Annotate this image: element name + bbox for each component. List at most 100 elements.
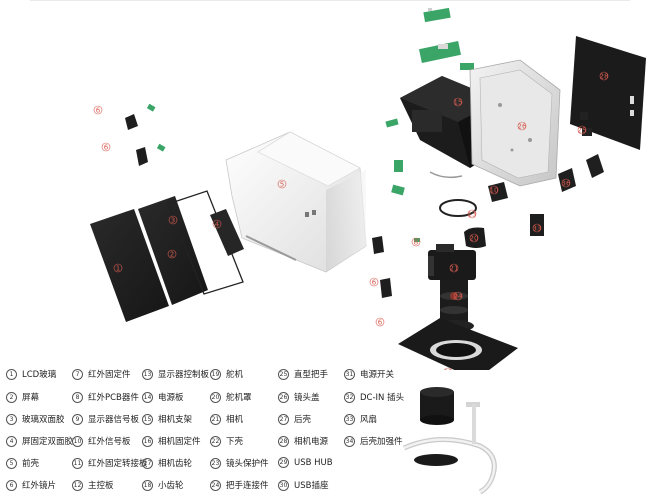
callout-33: 33 [533,223,541,233]
legend-item-12: 12 主控板 [72,479,114,491]
legend-label: 风扇 [360,415,378,425]
display-control-board [423,7,451,23]
power-board [418,40,462,64]
legend-number: 9 [72,413,83,425]
callout-13: 13 [468,209,477,219]
legend-label: 红外PCB器件 [88,393,139,403]
legend-label: 主控板 [88,481,114,491]
svg-text:6: 6 [372,279,377,287]
legend-number: 10 [72,435,83,447]
svg-text:25: 25 [578,127,587,135]
legend-label: 后壳加强件 [360,437,403,447]
callout-25: 25 [578,125,587,135]
legend-number: 33 [344,413,355,425]
legend-label: 电源板 [158,393,184,403]
infrared-bracket-mid [136,143,166,166]
legend-label: 红外固定件 [88,370,131,380]
legend-label: 红外信号板 [88,437,131,447]
callout-6a: 6 [93,105,103,115]
top-rule [30,0,630,1]
bottom-shell [398,318,518,370]
legend-number: 13 [142,368,153,380]
callout-15: 15 [454,97,462,107]
legend-number: 23 [210,457,221,469]
lcd-glass [90,209,169,322]
pcb-small-1 [385,118,399,128]
infrared-holder-right [372,236,420,298]
legend-label: 玻璃双面胶 [22,415,65,425]
legend-label: USB插座 [294,481,329,491]
legend-number: 31 [344,368,355,380]
exploded-view-diagram: 1 2 3 4 5 6 6 6 6 8 15 20 21 22 24 26 28… [90,7,646,371]
callout-10: 10 [490,185,498,195]
lens-cap [420,387,454,425]
legend-number: 12 [72,479,83,491]
legend-number: 26 [278,391,289,403]
legend-number: 18 [142,479,153,491]
legend-label: 相机电源 [294,437,329,447]
legend-item-33: 33 风扇 [344,413,377,425]
svg-text:13: 13 [468,211,477,219]
legend-label: 相机 [226,415,244,425]
legend-label: 前壳 [22,459,40,469]
legend-number: 34 [344,435,355,447]
legend-number: 24 [210,479,221,491]
callout-6b: 6 [101,142,111,152]
legend-number: 7 [72,368,83,380]
svg-text:22: 22 [444,369,453,371]
legend-label: 相机支架 [158,415,193,425]
legend-label: 相机齿轮 [158,459,193,469]
legend-label: 镜头盖 [294,393,320,403]
callout-6d: 6 [375,317,385,327]
screen-fixing-adhesive [210,209,244,256]
legend-label: 把手连接件 [226,481,269,491]
legend-label: 屏幕 [22,393,40,403]
svg-text:4: 4 [215,221,220,229]
callout-1: 1 [113,263,123,273]
legend-number: 19 [210,368,221,380]
svg-text:6: 6 [378,319,383,327]
callout-5: 5 [277,179,287,189]
legend-label: 直型把手 [294,370,329,380]
legend-item-25: 25 直型把手 [278,368,328,380]
legend-number: 17 [142,457,153,469]
legend-item-26: 26 镜头盖 [278,391,320,403]
legend-item-10: 10 红外信号板 [72,435,131,447]
legend-item-34: 34 后壳加强件 [344,435,403,447]
camera [428,244,476,280]
camera-gear [429,171,477,217]
svg-text:21: 21 [450,265,459,273]
svg-text:1: 1 [116,265,120,273]
svg-text:20: 20 [470,235,479,243]
legend-number: 25 [278,368,289,380]
svg-text:6: 6 [104,144,109,152]
screen [138,196,208,305]
power-switch [580,112,592,136]
legend-label: 小齿轮 [158,481,184,491]
callout-26: 26 [518,121,527,131]
legend-item-18: 18 小齿轮 [142,479,184,491]
glass-adhesive-frame [167,190,244,295]
legend-label: 红外固定转接板 [88,459,148,469]
callout-6c: 6 [369,277,379,287]
legend-label: 屏固定双面胶 [22,437,74,447]
legend-label: 后壳 [294,415,312,425]
front-shell [225,131,367,273]
